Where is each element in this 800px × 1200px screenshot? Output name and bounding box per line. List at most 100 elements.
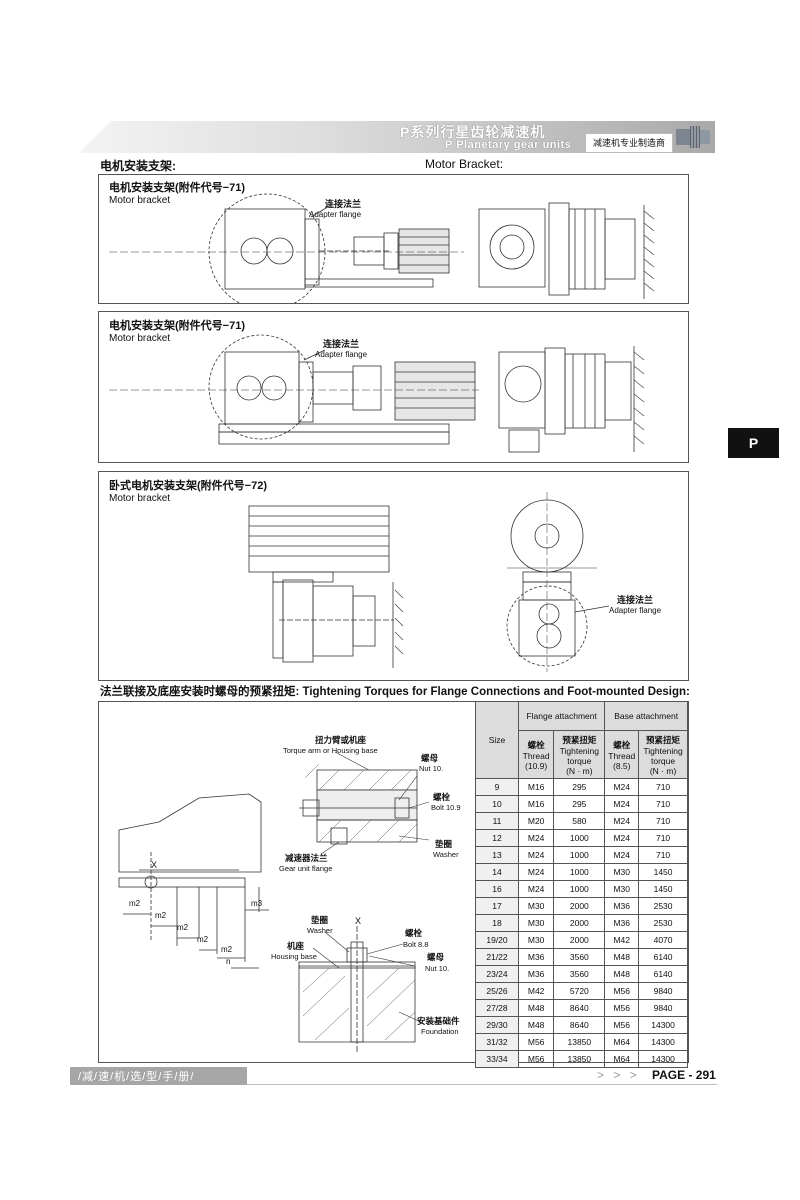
dim-m2-label: m2 — [221, 945, 233, 954]
foundation-label-en: Foundation — [421, 1027, 459, 1036]
washer-label-cn: 垫圈 — [435, 839, 453, 849]
motor-bracket-panel-3: 卧式电机安装支架(附件代号−72) Motor bracket 连接法兰 Ada… — [98, 471, 689, 681]
flange-thread-cell: M30 — [517, 931, 555, 949]
thread-cn: 螺栓 — [613, 739, 631, 750]
flange-thread-cell: M16 — [517, 778, 555, 796]
panel-title-cn: 电机安装支架(附件代号−71) — [109, 182, 245, 194]
torque-cn: 预紧扭矩 — [562, 734, 597, 745]
base-torque-cell: 9840 — [638, 999, 688, 1017]
footer-manual-title: /减/速/机/选/型/手/册/ — [78, 1071, 195, 1083]
torque-unit: (N · m) — [566, 765, 593, 776]
bolt-label-cn: 螺栓 — [405, 928, 423, 938]
base-thread-cell: M36 — [604, 897, 640, 915]
base-torque-cell: 6140 — [638, 948, 688, 966]
base-torque-cell: 710 — [638, 812, 688, 830]
flange-torque-cell: 1000 — [553, 880, 606, 898]
dim-m2-label: m2 — [197, 935, 209, 944]
base-torque-cell: 2530 — [638, 914, 688, 932]
base-thread-cell: M24 — [604, 778, 640, 796]
flange-thread-cell: M30 — [517, 897, 555, 915]
size-cell: 9 — [475, 778, 519, 796]
motor-bracket-drawing-3 — [248, 492, 610, 672]
flange-thread-cell: M20 — [517, 812, 555, 830]
size-cell: 10 — [475, 795, 519, 813]
base-torque-cell: 710 — [638, 795, 688, 813]
dim-m2-label: m2 — [155, 911, 167, 920]
base-thread-cell: M64 — [604, 1050, 640, 1068]
base-thread-cell: M56 — [604, 1016, 640, 1034]
flange-thread-cell: M56 — [517, 1050, 555, 1068]
flange-torque-cell: 295 — [553, 778, 606, 796]
base-torque-cell: 14300 — [638, 1050, 688, 1068]
flange-thread-cell: M36 — [517, 965, 555, 983]
flange-thread-cell: M36 — [517, 948, 555, 966]
panel-title-en: Motor bracket — [109, 195, 171, 206]
flange-thread-cell: M48 — [517, 1016, 555, 1034]
size-cell: 11 — [475, 812, 519, 830]
page-subtitle: P Planetary gear units — [445, 139, 572, 151]
flange-thread-cell: M24 — [517, 829, 555, 847]
page-title: P系列行星齿轮减速机 — [400, 124, 546, 140]
size-cell: 31/32 — [475, 1033, 519, 1051]
flange-thread-cell: M24 — [517, 846, 555, 864]
size-cell: 19/20 — [475, 931, 519, 949]
gear-flange-label-en: Gear unit flange — [279, 864, 333, 873]
size-cell: 18 — [475, 914, 519, 932]
panel-title-en: Motor bracket — [109, 333, 171, 344]
size-cell: 27/28 — [475, 999, 519, 1017]
nut-label-cn: 螺母 — [427, 952, 445, 962]
brand-badge: 减速机专业制造商 — [585, 133, 673, 153]
nut-label-cn: 螺母 — [421, 753, 439, 763]
torque-en-1: Tightening — [559, 745, 600, 756]
flange-thread-cell: M56 — [517, 1033, 555, 1051]
size-cell: 13 — [475, 846, 519, 864]
torque-en-2: torque — [567, 755, 592, 766]
base-grade: (8.5) — [612, 760, 631, 771]
panel-title-cn: 电机安装支架(附件代号−71) — [109, 320, 245, 332]
size-cell: 14 — [475, 863, 519, 881]
dim-n-label: n — [226, 957, 231, 966]
thread-en: Thread — [522, 750, 550, 761]
base-torque-cell: 4070 — [638, 931, 688, 949]
base-torque-cell: 2530 — [638, 897, 688, 915]
flange-torque-cell: 2000 — [553, 897, 606, 915]
flange-torque-header: 预紧扭矩 Tightening torque (N · m) — [553, 730, 606, 779]
motor-bracket-panel-1: 电机安装支架(附件代号−71) Motor bracket 连接法兰 Adapt… — [98, 174, 689, 304]
torque-section-heading: 法兰联接及底座安装时螺母的预紧扭矩: Tightening Torques fo… — [100, 686, 690, 698]
section-heading-cn: 电机安装支架: — [100, 159, 176, 173]
torque-unit: (N · m) — [649, 765, 677, 776]
size-cell: 33/34 — [475, 1050, 519, 1068]
bolt-88-label-en: Bolt 8.8 — [403, 940, 429, 949]
torque-en-2: torque — [651, 755, 676, 766]
thread-cn: 螺栓 — [527, 739, 545, 750]
gear-reducer-icon — [676, 126, 710, 148]
flange-torque-cell: 295 — [553, 795, 606, 813]
base-thread-cell: M64 — [604, 1033, 640, 1051]
flange-torque-cell: 2000 — [553, 914, 606, 932]
flange-torque-cell: 1000 — [553, 863, 606, 881]
flange-torque-cell: 13850 — [553, 1033, 606, 1051]
base-thread-cell: M48 — [604, 948, 640, 966]
thread-en: Thread — [608, 750, 636, 761]
section-tab-p[interactable]: P — [728, 428, 779, 458]
flange-thread-cell: M42 — [517, 982, 555, 1000]
panel-title-en: Motor bracket — [109, 493, 171, 504]
torque-cn: 预紧扭矩 — [646, 734, 681, 745]
dim-m2-label: m2 — [177, 923, 189, 932]
base-thread-cell: M56 — [604, 999, 640, 1017]
base-torque-cell: 6140 — [638, 965, 688, 983]
flange-torque-cell: 2000 — [553, 931, 606, 949]
flange-thread-cell: M48 — [517, 999, 555, 1017]
flange-thread-cell: M24 — [517, 863, 555, 881]
base-torque-cell: 14300 — [638, 1016, 688, 1034]
